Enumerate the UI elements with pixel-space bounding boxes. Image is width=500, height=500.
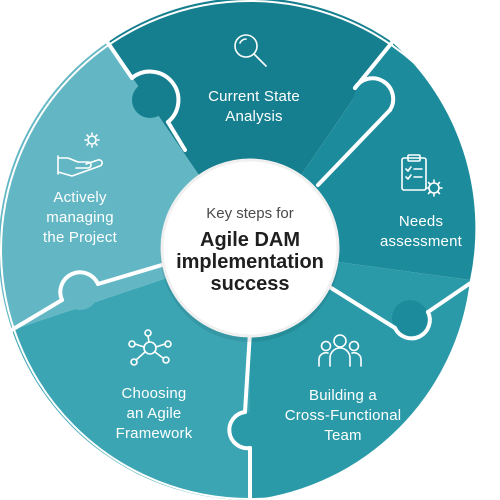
network-icon	[128, 329, 172, 366]
puzzle-knob-bottom	[227, 412, 263, 448]
puzzle-knob-right	[392, 300, 428, 336]
checklist-gear-icon	[401, 154, 443, 197]
center-circle	[160, 158, 340, 338]
segment-label-team-line-1: Building a	[309, 387, 377, 404]
divider-top-left	[104, 38, 187, 152]
divider-right-knob	[393, 310, 432, 341]
team-icon	[318, 334, 362, 367]
segment-current-state-analysis	[108, 0, 392, 250]
segment-label-framework-line-2: an Agile	[127, 405, 182, 422]
segment-label-needs-line-1: Needs	[399, 213, 443, 230]
center-title-line-3: success	[211, 273, 290, 295]
divider-bottom-knob	[227, 410, 252, 451]
puzzle-knob-top-right	[354, 80, 390, 116]
segment-label-framework-line-3: Framework	[116, 425, 193, 442]
segment-label-needs-line-2: assessment	[380, 233, 463, 250]
segment-label-managing-line-1: Actively	[53, 189, 107, 206]
divider-top-left-knob	[130, 69, 181, 124]
hand-gear-icon	[57, 132, 103, 177]
divider-top-right-knob	[353, 76, 396, 112]
puzzle-knob-top-left	[132, 82, 168, 118]
segment-label-managing-line-3: the Project	[43, 229, 118, 246]
divider-left	[8, 260, 174, 333]
segment-label-framework-line-1: Choosing	[122, 385, 187, 402]
divider-right	[326, 280, 474, 330]
center-subtitle: Key steps for	[206, 205, 294, 222]
segment-label-team-line-2: Cross-Functional	[285, 407, 402, 424]
center-title-line-1: Agile DAM	[200, 229, 300, 251]
divider-left-knob	[58, 270, 100, 302]
puzzle-knob-left	[62, 274, 98, 310]
segment-label-current-state-line-2: Analysis	[225, 108, 282, 125]
divider-bottom	[243, 330, 252, 500]
segment-label-managing-line-2: managing	[46, 209, 113, 226]
segment-label-current-state-line-1: Current State	[208, 88, 300, 105]
segment-label-team-line-3: Team	[324, 427, 361, 444]
center-title-line-2: implementation	[176, 251, 324, 273]
magnifier-icon	[234, 34, 267, 67]
